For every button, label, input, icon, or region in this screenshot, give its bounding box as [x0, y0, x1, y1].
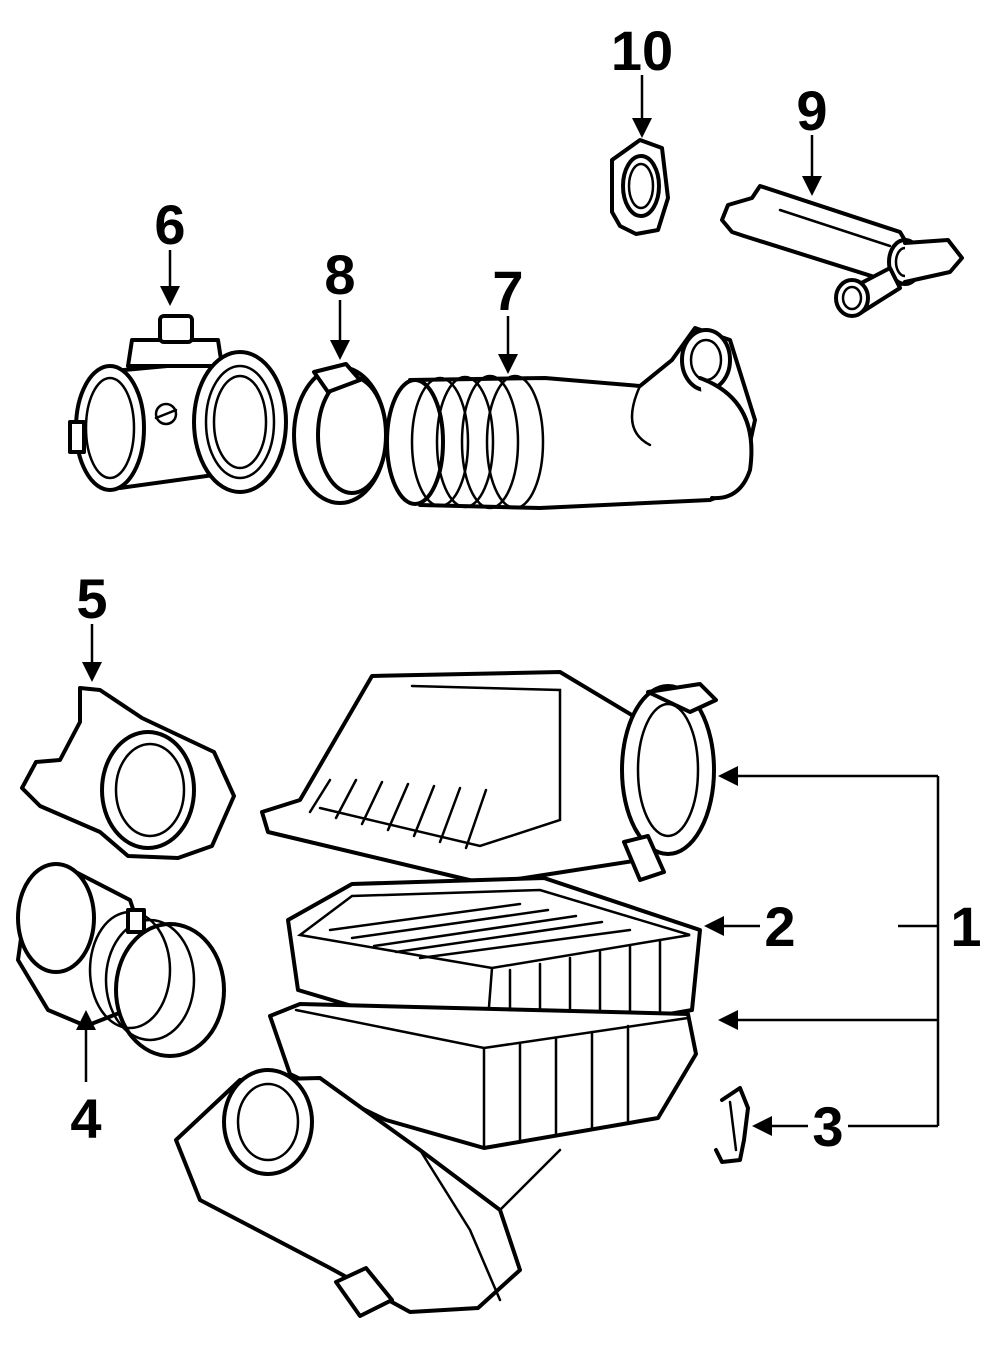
part-7-intake-hose	[385, 326, 757, 510]
part-10-mount-bracket	[610, 138, 670, 236]
part-2-air-filter	[286, 876, 702, 1048]
part-6-air-flow-meter	[68, 314, 288, 494]
callout-10: 10	[611, 19, 673, 82]
callout-6: 6	[154, 193, 185, 256]
part-9-breather-tube	[720, 184, 964, 318]
callout-7: 7	[492, 259, 523, 322]
callout-3: 3	[812, 1095, 843, 1158]
callout-9: 9	[796, 79, 827, 142]
part-3-clip	[714, 1086, 750, 1164]
part-4-sensor-adapter	[16, 862, 226, 1058]
part-1-air-cleaner-housing	[174, 1002, 698, 1318]
part-1-air-cleaner-lid	[260, 670, 718, 886]
callout-labels: 10 9 6 8 7 5 4 2 1 3	[70, 19, 981, 1158]
part-8-hose-clamp	[292, 362, 388, 505]
leader-lines	[76, 75, 940, 1136]
callout-2: 2	[764, 895, 795, 958]
callout-5: 5	[76, 567, 107, 630]
callout-1: 1	[950, 895, 981, 958]
part-5-bracket	[20, 686, 236, 860]
callout-4: 4	[70, 1087, 101, 1150]
callout-8: 8	[324, 243, 355, 306]
